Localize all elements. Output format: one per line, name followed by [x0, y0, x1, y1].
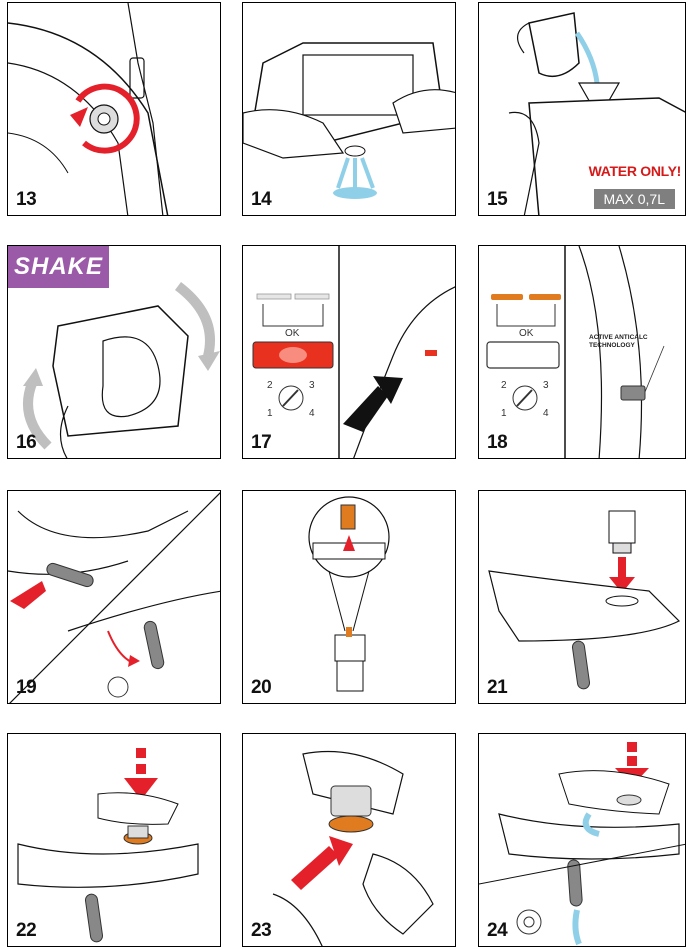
dial-label-1: 1 — [501, 408, 507, 419]
step-18-illustration — [486, 246, 665, 458]
step-number: 18 — [487, 432, 508, 453]
dial-label-4: 4 — [309, 408, 315, 419]
dial-label-4: 4 — [543, 408, 549, 419]
step-23-illustration — [272, 750, 434, 946]
dial-label-1: 1 — [267, 408, 273, 419]
step-17-illustration — [252, 246, 455, 458]
ok-label: OK — [285, 328, 300, 339]
step-15-illustration — [508, 12, 685, 215]
step-14-panel: 14 — [242, 2, 456, 216]
step-number: 17 — [251, 432, 272, 453]
step-16-panel: SHAKE 16 — [7, 245, 221, 459]
water-only-warning: WATER ONLY! — [588, 163, 682, 179]
step-13-illustration — [8, 3, 169, 215]
step-18-panel: OK 2 3 1 4 ACTIVE ANTICALC TECHNOLOGY 18 — [478, 245, 686, 459]
step-22-illustration — [17, 748, 199, 943]
step-19-illustration — [8, 492, 220, 703]
step-15-panel: WATER ONLY! MAX 0,7L 15 — [478, 2, 686, 216]
step-22-panel: 22 — [7, 733, 221, 947]
step-16-illustration — [23, 282, 220, 458]
step-19-panel: 19 — [7, 490, 221, 704]
step-17-panel: OK 2 3 1 4 17 — [242, 245, 456, 459]
max-capacity-badge: MAX 0,7L — [593, 189, 675, 209]
step-20-illustration — [308, 496, 390, 692]
shake-badge: SHAKE — [8, 246, 109, 288]
dial-label-2: 2 — [267, 380, 273, 391]
step-21-panel: 21 — [478, 490, 686, 704]
anticalc-tech-label: ACTIVE ANTICALC TECHNOLOGY — [589, 334, 648, 350]
step-number: 23 — [251, 920, 272, 941]
dial-label-3: 3 — [309, 380, 315, 391]
step-number: 21 — [487, 677, 508, 698]
step-number: 24 — [487, 920, 508, 941]
step-23-panel: 23 — [242, 733, 456, 947]
step-24-illustration — [479, 742, 685, 946]
tech-line-1: ACTIVE ANTICALC — [589, 334, 648, 341]
step-13-panel: 13 — [7, 2, 221, 216]
step-number: 22 — [16, 920, 37, 941]
ok-label: OK — [519, 328, 534, 339]
step-number: 19 — [16, 677, 37, 698]
step-14-illustration — [243, 42, 455, 199]
step-24-panel: 24 — [478, 733, 686, 947]
step-number: 15 — [487, 189, 508, 210]
dial-label-3: 3 — [543, 380, 549, 391]
dial-label-2: 2 — [501, 380, 507, 391]
step-number: 20 — [251, 677, 272, 698]
step-20-panel: 20 — [242, 490, 456, 704]
step-number: 13 — [16, 189, 37, 210]
step-number: 14 — [251, 189, 272, 210]
step-number: 16 — [16, 432, 37, 453]
step-21-illustration — [488, 510, 681, 690]
tech-line-2: TECHNOLOGY — [589, 342, 635, 349]
